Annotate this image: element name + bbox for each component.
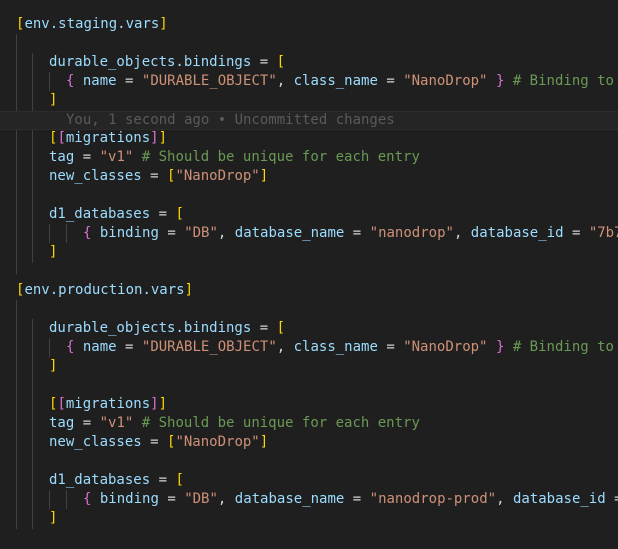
code-line-staging-header[interactable]: [env.staging.vars]	[16, 16, 168, 32]
code-line[interactable]: durable_objects.bindings = [	[49, 320, 286, 336]
code-line[interactable]: { binding = "DB", database_name = "nanod…	[83, 225, 618, 241]
code-line[interactable]: tag = "v1" # Should be unique for each e…	[49, 415, 420, 431]
code-line[interactable]: d1_databases = [	[49, 472, 184, 488]
indent-guide	[66, 224, 67, 243]
indent-guide	[32, 53, 33, 263]
indent-guide	[49, 490, 50, 509]
code-line[interactable]: { name = "DURABLE_OBJECT", class_name = …	[66, 73, 614, 89]
code-line[interactable]: ]	[49, 510, 58, 526]
indent-guide	[49, 72, 50, 91]
code-line[interactable]: { binding = "DB", database_name = "nanod…	[83, 491, 618, 507]
code-line[interactable]: ]	[49, 358, 58, 374]
code-line[interactable]: d1_databases = [	[49, 206, 184, 222]
indent-guide	[49, 224, 50, 243]
code-line[interactable]: new_classes = ["NanoDrop"]	[49, 168, 269, 184]
code-line[interactable]: durable_objects.bindings = [	[49, 54, 286, 70]
git-blame-annotation: You, 1 second ago • Uncommitted changes	[66, 112, 395, 128]
indent-guide	[49, 338, 50, 357]
indent-guide	[16, 300, 17, 529]
code-line[interactable]: { name = "DURABLE_OBJECT", class_name = …	[66, 339, 614, 355]
code-line[interactable]: [[migrations]]	[49, 396, 168, 412]
code-line[interactable]: ]	[49, 244, 58, 260]
code-line-production-header[interactable]: [env.production.vars]	[16, 282, 194, 298]
section-header: env.staging.vars	[24, 16, 160, 32]
indent-guide	[16, 34, 17, 274]
section-header: env.production.vars	[24, 282, 185, 298]
indent-guide	[32, 319, 33, 529]
code-line[interactable]: [[migrations]]	[49, 130, 168, 146]
code-line[interactable]: new_classes = ["NanoDrop"]	[49, 434, 269, 450]
git-blame-line: You, 1 second ago • Uncommitted changes	[0, 111, 618, 130]
indent-guide	[66, 490, 67, 509]
code-line[interactable]: tag = "v1" # Should be unique for each e…	[49, 149, 420, 165]
code-line[interactable]: ]	[49, 92, 58, 108]
